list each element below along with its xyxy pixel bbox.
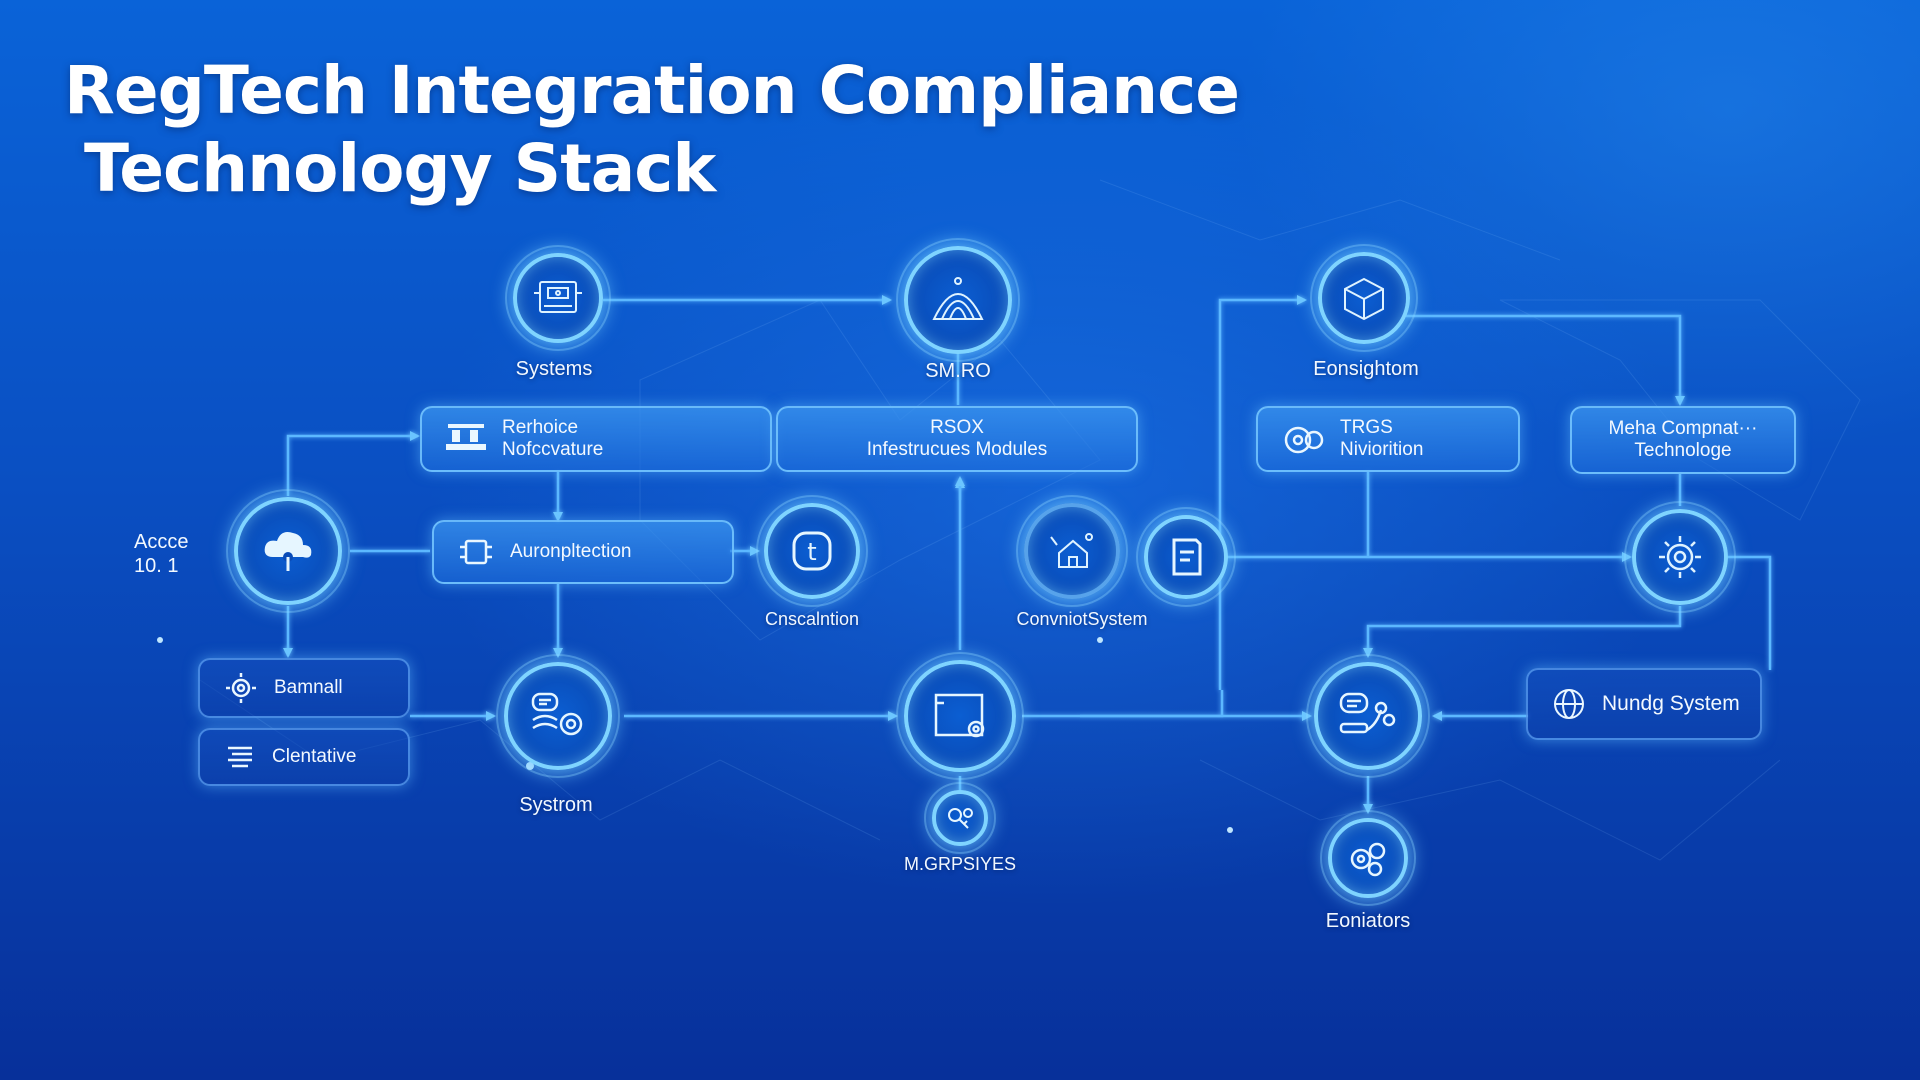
fingerprint-dome-icon (932, 277, 984, 320)
node-cnscalntion-ring: t (756, 495, 868, 607)
box-rerhoice[interactable]: Rerhoice Nofccvature (420, 406, 772, 472)
box-auron-line-1: Auronpltection (510, 541, 632, 562)
side-label-line-1: Accce (134, 531, 189, 553)
workstation-icon (446, 424, 486, 450)
letter-t-icon: t (792, 531, 832, 571)
box-trgs[interactable]: TRGS Niviorition (1256, 406, 1520, 472)
box-meha-text: Meha Compnat··· Technologe (1572, 418, 1794, 462)
node-gear-right-ring (1624, 501, 1736, 613)
box-meha[interactable]: Meha Compnat··· Technologe (1570, 406, 1796, 474)
box-rsox[interactable]: RSOX Infestrucues Modules (776, 406, 1138, 472)
node-chat-robot-ring (1306, 654, 1430, 778)
document-icon (1172, 538, 1202, 576)
gear-cog-icon (1659, 536, 1701, 578)
node-systems-label: Systems (515, 358, 593, 380)
side-label: Accce 10. 1 (134, 530, 188, 578)
node-eonsightom-ring (1310, 244, 1418, 352)
globe-icon (1554, 689, 1584, 719)
box-bamnall-line-1: Bamnall (274, 677, 343, 698)
line-gear-to-chatrobot (1363, 606, 1682, 658)
node-screen-center-ring (896, 652, 1024, 780)
node-convniotsystem-ring (1016, 495, 1128, 607)
title-line-2: Technology Stack (84, 130, 716, 207)
node-smro-ring (896, 238, 1020, 362)
box-trgs-line-1: TRGS (1340, 417, 1393, 438)
server-rack-icon (534, 281, 582, 313)
list-icon (228, 746, 252, 768)
box-rsox-line-1: RSOX (930, 417, 984, 438)
flow-arrows (283, 295, 1772, 814)
node-eoniators-ring (1320, 810, 1416, 906)
box-rerhoice-line-2: Nofccvature (502, 439, 604, 460)
cube-box-icon (1344, 277, 1384, 321)
box-nundg[interactable]: Nundg System (1526, 668, 1762, 740)
chat-robot-icon (1339, 692, 1396, 734)
side-label-line-2: 10. 1 (134, 555, 179, 577)
node-document-ring (1136, 507, 1236, 607)
node-systrom-ring (496, 654, 620, 778)
box-trgs-line-2: Niviorition (1340, 439, 1424, 460)
line-screen-to-trgs (1080, 690, 1224, 718)
node-cloud-ring (226, 489, 350, 613)
box-bamnall-text: Bamnall (274, 677, 343, 699)
box-clentative-line-1: Clentative (272, 746, 357, 767)
node-systrom-label: Systrom (519, 794, 593, 816)
box-rerhoice-line-1: Rerhoice (502, 417, 579, 438)
box-bamnall[interactable]: Bamnall (198, 658, 410, 718)
line-gear-right-loop (1728, 555, 1772, 670)
box-rerhoice-text: Rerhoice Nofccvature (502, 417, 603, 461)
box-meha-line-2: Technologe (1634, 440, 1732, 461)
node-cnscalntion-label: Cnscalntion (764, 609, 860, 629)
chip-icon (460, 539, 492, 565)
node-smro-label: SM.RO (925, 360, 991, 382)
house-network-icon (1050, 533, 1093, 568)
node-convniotsystem-label: ConvniotSystem (1016, 609, 1148, 629)
gears-icon (1284, 426, 1324, 454)
box-meha-line-1: Meha Compnat··· (1608, 418, 1758, 439)
box-auron-text: Auronpltection (510, 541, 631, 563)
box-rsox-line-2: Infestrucues Modules (866, 439, 1048, 460)
svg-text:t: t (807, 538, 816, 566)
box-clentative-text: Clentative (272, 746, 357, 768)
page-title: RegTech Integration Compliance Technolog… (64, 52, 1240, 208)
screen-gear-icon (934, 693, 985, 738)
box-nundg-line-1: Nundg System (1602, 692, 1740, 715)
node-mgrpsiyes-ring (924, 782, 996, 854)
line-trgs-to-eonsightom (1218, 295, 1307, 690)
gear-network-icon (226, 673, 256, 703)
line-eonsightom-to-meha (1406, 314, 1685, 406)
chat-gear-icon (531, 692, 583, 736)
box-rsox-text: RSOX Infestrucues Modules (778, 417, 1136, 461)
gear-cluster-icon (1350, 842, 1386, 877)
box-nundg-text: Nundg System (1602, 693, 1740, 715)
node-mgrpsiyes-label: M.GRPSIYES (903, 854, 1017, 874)
box-trgs-text: TRGS Niviorition (1340, 417, 1423, 461)
line-cloud-to-rerhoice (286, 431, 420, 496)
node-eonsightom-label: Eonsightom (1313, 358, 1419, 380)
node-eoniators-label: Eoniators (1325, 910, 1411, 932)
cloud-lock-icon (264, 532, 312, 571)
node-systems-ring (505, 245, 611, 351)
box-auron[interactable]: Auronpltection (432, 520, 734, 584)
title-line-1: RegTech Integration Compliance (64, 52, 1240, 129)
key-gear-icon (948, 808, 973, 829)
box-clentative[interactable]: Clentative (198, 728, 410, 786)
